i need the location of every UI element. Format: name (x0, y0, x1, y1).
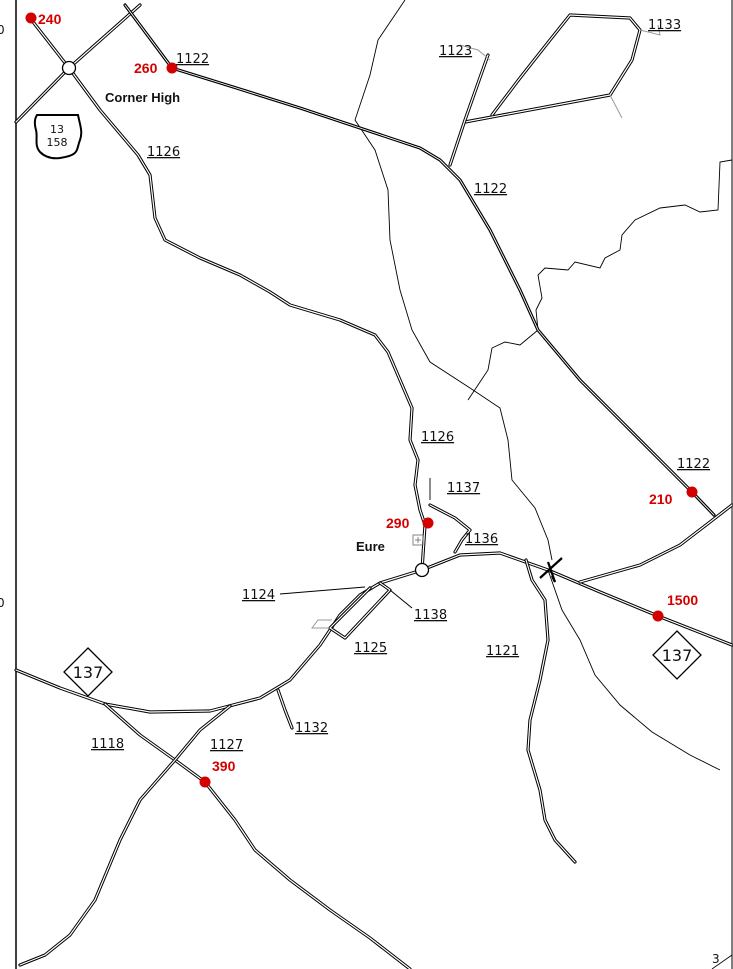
milepost-label-390: 390 (212, 758, 236, 774)
road-label-1126-south: 1126 (421, 430, 454, 445)
road-label-1122-mid: 1122 (474, 182, 507, 197)
milepost-label-290: 290 (386, 515, 410, 531)
road-label-1123: 1123 (439, 44, 472, 59)
svg-text:137: 137 (73, 663, 104, 682)
road-label-1118: 1118 (91, 737, 124, 752)
state-route-shield-137-west: 137 (63, 647, 113, 697)
edge-label-top: 0 (0, 23, 5, 37)
place-label-eure: Eure (356, 539, 385, 554)
road-label-1124: 1124 (242, 588, 275, 603)
milepost-dot (652, 610, 664, 622)
streams (354, 0, 733, 771)
corner-mark: 3 (711, 952, 733, 969)
road-label-1126-north: 1126 (147, 145, 180, 160)
milepost-label-1500: 1500 (667, 592, 698, 608)
milepost-dot (199, 776, 211, 788)
milepost-dot (422, 517, 434, 529)
milepost-label-210: 210 (649, 491, 673, 507)
milepost-dot (686, 486, 698, 498)
road-label-1137: 1137 (447, 481, 480, 496)
eure-junction (414, 562, 430, 578)
milepost-label-240: 240 (38, 11, 62, 27)
road-label-1125: 1125 (354, 641, 387, 656)
church-icon (412, 534, 424, 546)
leader-lines (279, 586, 413, 609)
road-label-1122-west: 1122 (176, 52, 209, 67)
corner-high-junction (61, 60, 77, 76)
place-label-corner-high: Corner High (105, 90, 180, 105)
edge-label-bottom: 0 (0, 596, 5, 610)
road-label-1138: 1138 (414, 608, 447, 623)
state-route-shield-137-east: 137 (652, 630, 702, 680)
svg-text:3: 3 (712, 952, 720, 966)
roads (14, 3, 733, 969)
road-label-1122-east: 1122 (677, 457, 710, 472)
milepost-label-260: 260 (134, 60, 158, 76)
road-label-1121: 1121 (486, 644, 519, 659)
us-route-shield: 13 158 (33, 114, 83, 160)
road-label-1136: 1136 (465, 532, 498, 547)
milepost-dot (25, 12, 37, 24)
milepost-dots (25, 12, 698, 788)
us-shield-line1: 13 (50, 123, 64, 136)
road-label-1132: 1132 (295, 721, 328, 736)
road-label-1127: 1127 (210, 738, 243, 753)
bridge-icon (539, 557, 563, 583)
road-label-1133: 1133 (648, 18, 681, 33)
us-shield-line2: 158 (47, 136, 68, 149)
milepost-dot (166, 62, 178, 74)
minor-stubs (311, 24, 661, 629)
svg-text:137: 137 (662, 646, 693, 665)
